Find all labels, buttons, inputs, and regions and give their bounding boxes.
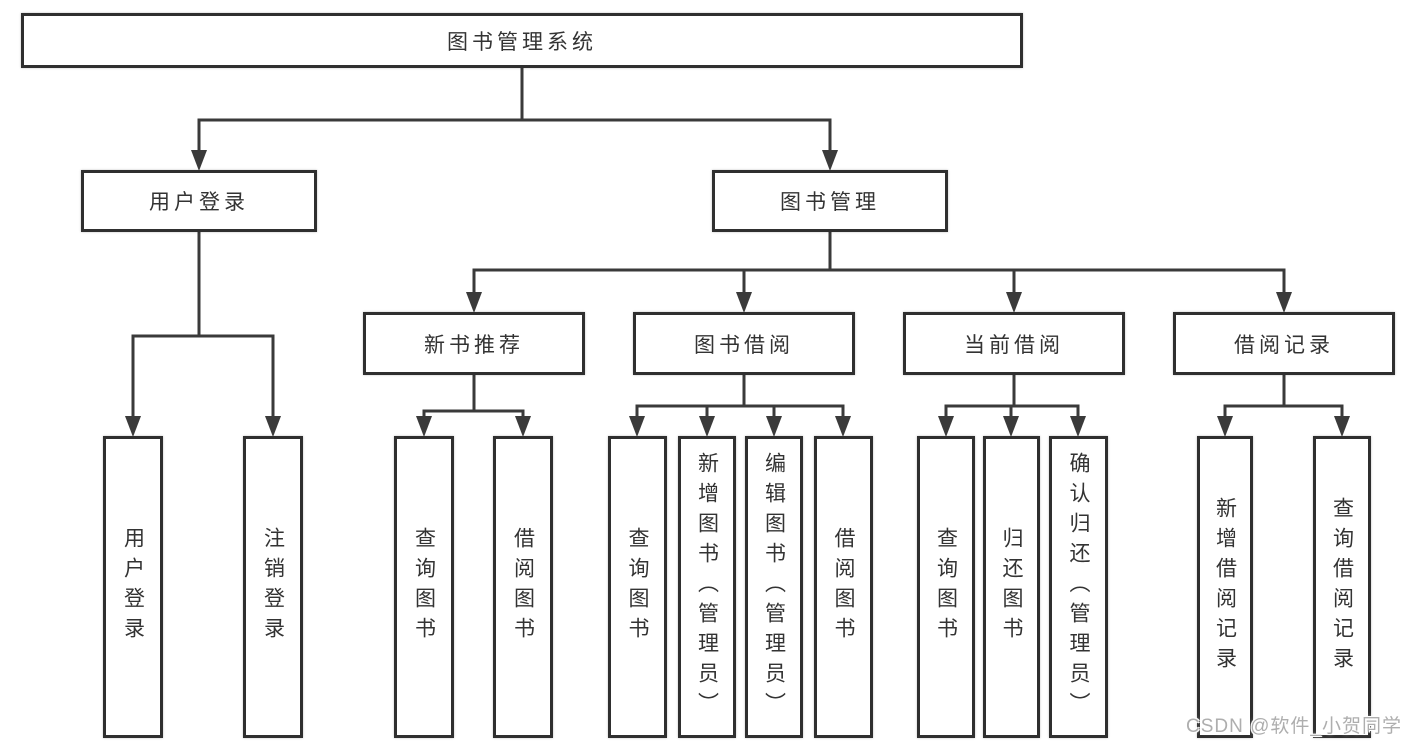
arrowhead xyxy=(191,150,207,171)
arrowhead xyxy=(466,292,482,313)
node-borrow-query-book: 查询图书 xyxy=(608,436,667,738)
arrowhead xyxy=(515,416,531,437)
connector-path xyxy=(472,231,1286,293)
node-borrow-add-book: 新增图书（管理员） xyxy=(678,436,736,738)
connector-path xyxy=(1223,374,1344,417)
node-current-borrow: 当前借阅 xyxy=(903,312,1125,375)
arrowhead xyxy=(1217,416,1233,437)
connector-path xyxy=(635,374,845,417)
node-current-confirm-return: 确认归还（管理员） xyxy=(1049,436,1108,738)
arrowhead xyxy=(125,416,141,437)
arrowhead xyxy=(1006,292,1022,313)
node-current-return-book: 归还图书 xyxy=(983,436,1040,738)
connector-path xyxy=(197,65,832,151)
node-user-login: 用户登录 xyxy=(81,170,317,232)
arrowhead xyxy=(736,292,752,313)
arrowhead xyxy=(1334,416,1350,437)
node-logout: 注销登录 xyxy=(243,436,303,738)
node-system: 图书管理系统 xyxy=(21,13,1023,68)
node-new-book-recommend: 新书推荐 xyxy=(363,312,585,375)
csdn-watermark: CSDN @软件_小贺同学 xyxy=(1186,716,1402,737)
node-record-add: 新增借阅记录 xyxy=(1197,436,1253,738)
arrowhead xyxy=(1070,416,1086,437)
arrowhead xyxy=(416,416,432,437)
connector-path xyxy=(422,374,525,417)
node-book-borrow: 图书借阅 xyxy=(633,312,855,375)
arrowhead xyxy=(699,416,715,437)
node-recommend-query-book: 查询图书 xyxy=(394,436,454,738)
arrowhead xyxy=(265,416,281,437)
arrowhead xyxy=(1276,292,1292,313)
connector-path xyxy=(944,374,1080,417)
node-book-manage: 图书管理 xyxy=(712,170,948,232)
node-borrow-record: 借阅记录 xyxy=(1173,312,1395,375)
node-current-query-book: 查询图书 xyxy=(917,436,975,738)
arrowhead xyxy=(1003,416,1019,437)
arrowhead xyxy=(766,416,782,437)
arrowhead xyxy=(938,416,954,437)
node-borrow-edit-book: 编辑图书（管理员） xyxy=(745,436,803,738)
node-user-login-leaf: 用户登录 xyxy=(103,436,163,738)
arrowhead xyxy=(822,150,838,171)
node-recommend-borrow-book: 借阅图书 xyxy=(493,436,553,738)
connector-path xyxy=(131,231,275,417)
node-record-query: 查询借阅记录 xyxy=(1313,436,1371,738)
arrowhead xyxy=(835,416,851,437)
arrowhead xyxy=(629,416,645,437)
node-borrow-borrow-book: 借阅图书 xyxy=(814,436,873,738)
